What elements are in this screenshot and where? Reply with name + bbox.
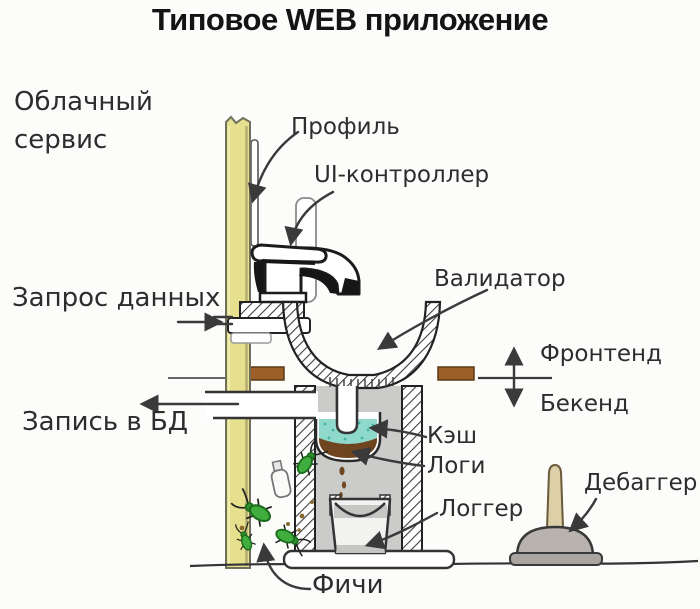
- spray-bottle: [270, 459, 292, 499]
- label-logs: Логи: [427, 453, 486, 479]
- label-profile: Профиль: [291, 114, 400, 140]
- label-backend: Бекенд: [540, 391, 629, 417]
- logger-bucket: [328, 494, 392, 555]
- sink-basin: [281, 300, 442, 390]
- label-logger: Логгер: [439, 496, 524, 522]
- debugger-arrow: [568, 497, 598, 533]
- annotation-arrows: [139, 130, 598, 591]
- label-ui-controller: UI-контроллер: [314, 162, 490, 188]
- label-write-db: Запись в БД: [22, 407, 189, 437]
- ui-controller-arrow: [284, 190, 335, 247]
- features-bugs: [227, 436, 330, 559]
- label-frontend: Фронтенд: [540, 341, 662, 367]
- plunger-handle: [545, 463, 565, 529]
- drain-grate: [329, 377, 394, 388]
- logger-arrow: [364, 511, 439, 550]
- label-cloud-service: Облачный сервис: [14, 87, 153, 155]
- page-title: Типовое WEB приложение: [151, 2, 549, 37]
- logs-arrow: [350, 447, 426, 468]
- faucet-drawing: [250, 243, 361, 304]
- label-debugger: Дебаггер: [584, 470, 698, 496]
- features-arrow: [256, 542, 312, 591]
- plunger-cup: [515, 525, 595, 557]
- label-validator: Валидатор: [434, 266, 566, 292]
- label-cache: Кэш: [427, 423, 477, 449]
- cache-arrow: [368, 419, 428, 439]
- leak-drips: [339, 466, 347, 498]
- countertop-board: [249, 366, 475, 381]
- label-features: Фичи: [312, 570, 384, 600]
- label-data-request: Запрос данных: [12, 283, 221, 313]
- profile-arrow: [247, 130, 300, 204]
- debugger-plunger: [509, 463, 603, 566]
- pipe-joint-marks: [212, 315, 234, 326]
- validator-arrow: [376, 288, 489, 350]
